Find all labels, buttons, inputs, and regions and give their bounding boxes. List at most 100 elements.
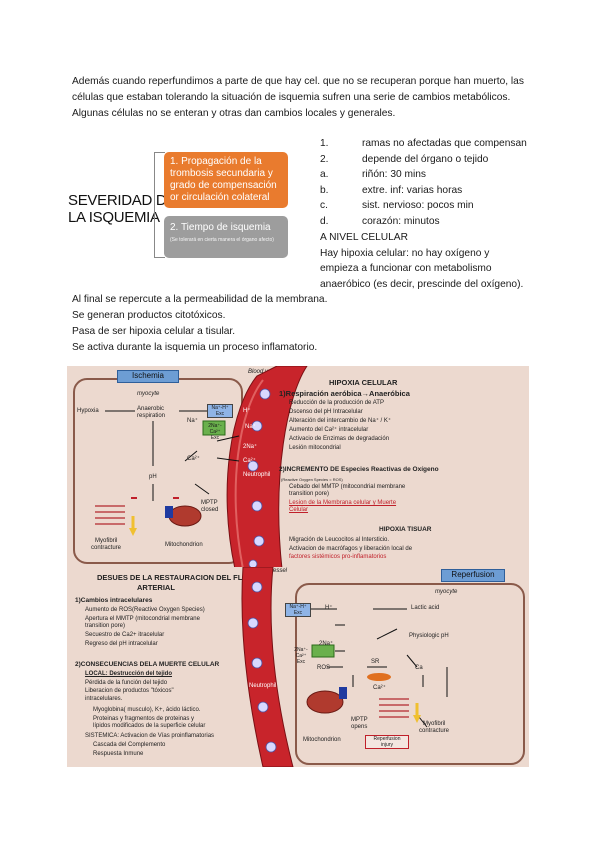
ph-label: pH [149, 474, 157, 480]
list-item: transition pore) [289, 491, 330, 497]
list-item-num: 2. [320, 153, 329, 165]
injury-label: Reperfusion [373, 736, 401, 742]
list-item-text: sist. nervioso: pocos min [362, 200, 474, 212]
severity-box-2-sub: (Se tolerará en cierta manera el órgano … [170, 237, 274, 243]
reperfusion-injury-box: Reperfusion injury [365, 735, 409, 749]
exchanger-na-ca: 2Na⁺-Ca²⁺ Exc [204, 423, 226, 441]
list-item: lípidos modificados de la superficie cel… [93, 723, 206, 729]
list-item: Pérdida de la función del tejido [85, 680, 168, 686]
list-item-text: ramas no afectadas que compensan [362, 138, 527, 149]
list-item: Lesión mitocondrial [289, 445, 341, 451]
list-item-red: Lesion de la Membrana celular y Muerte [289, 500, 397, 506]
mptp-label: MPTP [201, 500, 218, 506]
list-item: Proteinas y fragmentos de proteinas y [93, 716, 195, 722]
list-item: Dscenso del pH Intracelular [289, 409, 363, 415]
exchanger-label: Exc [215, 411, 225, 417]
list-item-text: corazón: minutos [362, 215, 440, 227]
sub-list: Myoglobina( musculo), K+, ácido láctico.… [93, 707, 205, 730]
na-vessel-label: Na⁺ [245, 424, 256, 430]
list-item: Cebado del MMTP (mitocondrial membrane [289, 484, 406, 490]
reperfusion-tab: Reperfusion [441, 569, 505, 582]
reperfusion-title: DESUES DE LA RESTAURACION DEL FLUJO [97, 573, 258, 582]
myofibril-label: Myofibril [95, 538, 118, 544]
closed-label: closed [201, 507, 219, 513]
ca2-label: Ca²⁺ [373, 685, 386, 691]
cellular-line: empieza a funcionar con metabolismo [320, 263, 492, 275]
mid-line: Se generan productos citotóxicos. [72, 310, 226, 321]
list-item: Migración de Leucocitos al Intersticio. [289, 537, 390, 543]
severity-title: SEVERIDAD DE LA ISQUEMIA [68, 192, 176, 226]
list-item: 1. ramas no afectadas que compensan [320, 136, 527, 152]
list-item: intracelulares. [85, 696, 123, 702]
neutrophil-label: Neutrophil [249, 683, 277, 689]
list-item: Alteración del intercambio de Na⁺ / K⁺ [289, 418, 392, 424]
exchanger-label: 2Na⁺-Ca²⁺ [294, 647, 308, 659]
mitochondrion-label: Mitochondrion [165, 542, 203, 548]
list-item: d. corazón: minutos [320, 214, 527, 230]
na-label: Na⁺ [187, 418, 198, 424]
mid-line: Se activa durante la isquemia un proceso… [72, 342, 318, 353]
list-item: Cascada del Complemento [93, 742, 166, 748]
section-3-heading: HIPOXIA TISUAR [379, 526, 432, 533]
list-item: transition pore) [85, 623, 126, 629]
exchanger-label: 2Na⁺-Ca²⁺ [208, 423, 222, 435]
na2-vessel-label: 2Na⁺ [243, 444, 258, 450]
neutrophil-label: Neutrophil [243, 472, 271, 478]
anaerobic-label: Anaerobic [137, 406, 165, 412]
exchanger-label: Exc [210, 435, 220, 441]
h-label: H⁺ [325, 605, 333, 611]
local-list: Pérdida de la función del tejido Liberac… [85, 680, 174, 703]
local-heading: LOCAL: Destrucción del tejido [85, 671, 173, 677]
reperfusion-title: ARTERIAL [137, 583, 175, 592]
severity-bracket [154, 152, 165, 258]
list-item-num: 1. [320, 138, 329, 149]
exchanger-na-h: Na⁺-H⁺ Exc [285, 603, 311, 617]
list-item-num: b. [320, 184, 329, 196]
reperfusion-figure: DESUES DE LA RESTAURACION DEL FLUJO ARTE… [67, 567, 529, 767]
list-item-num: a. [320, 169, 329, 181]
hipoxia-celular-title: HIPOXIA CELULAR [329, 378, 398, 387]
numbered-list: 1. ramas no afectadas que compensan 2. dep… [320, 136, 527, 230]
severity-box-2: 2. Tiempo de isquemia (Se tolerará en ci… [164, 216, 288, 258]
list-item: Apertura el MMTP (mitocondrial membrane [85, 616, 200, 622]
lactic-acid-label: Lactic acid [411, 605, 440, 611]
exchanger-label: Exc [296, 659, 306, 665]
opens-label: opens [351, 724, 368, 730]
list-item: c.sist. nervioso: pocos min [320, 198, 527, 214]
mid-paragraph: Al final se repercute a la permeabilidad… [72, 292, 327, 356]
exchanger-label: Na⁺-H⁺ [289, 604, 307, 610]
list-item: b. extre. inf: varias horas [320, 183, 527, 199]
list-item-text: extre. inf: varias horas [362, 184, 463, 196]
myocyte-label: myocyte [435, 589, 458, 595]
contracture-label: contracture [91, 545, 122, 551]
cellular-line: A NIVEL CELULAR [320, 232, 408, 243]
severity-box-2-label: 2. Tiempo de isquemia [170, 222, 271, 233]
list-item-text: riñón: 30 mins [362, 169, 426, 181]
section-2-heading: 2)CONSECUENCIAS DELA MUERTE CELULAR [75, 661, 220, 668]
hypoxia-label: Hypoxia [77, 408, 99, 414]
severity-title-line: SEVERIDAD DE [68, 192, 177, 209]
mptp-label: MPTP [351, 717, 368, 723]
exchanger-label: Na⁺-H⁺ [211, 405, 229, 411]
reperfusion-diagram-svg [241, 567, 448, 767]
severity-box-1: 1. Propagación de la trombosis secundari… [164, 152, 288, 208]
ischemia-figure: Ischemia myocyte Blood vessel [67, 366, 529, 569]
exchanger-label: Exc [293, 610, 303, 616]
list-item-red: factores sistémicos pro-inflamatorios [289, 554, 387, 560]
sistemica-heading: SISTEMICA: Activacion de Vías proinflama… [85, 733, 215, 739]
list-item: Aumento de ROS(Reactive Oxygen Species) [85, 607, 205, 613]
list-item-red: Celular [289, 507, 309, 513]
section-2-heading: 2)INCREMENTO DE Especies Reactivas de Ox… [279, 466, 439, 473]
respiration-label: respiration [137, 413, 166, 419]
mitochondrion-label: Mitochondrion [303, 737, 341, 743]
exchanger-na-ca: 2Na⁺-Ca²⁺ Exc [289, 647, 313, 665]
myocyte-label: myocyte [137, 391, 160, 397]
list-item-num: d. [320, 215, 329, 227]
list-item-text: depende del órgano o tejido [362, 153, 489, 165]
cellular-line: anaeróbico (es decir, prescinde del oxíg… [320, 278, 524, 290]
severity-title-line: LA ISQUEMIA [68, 209, 160, 226]
list-item: Secuestro de Ca2+ itracelular [85, 632, 165, 638]
myocyte-cell [295, 583, 525, 765]
exchanger-na-h: Na⁺-H⁺ Exc [207, 404, 233, 418]
ca-vessel-label: Ca²⁺ [243, 458, 256, 464]
